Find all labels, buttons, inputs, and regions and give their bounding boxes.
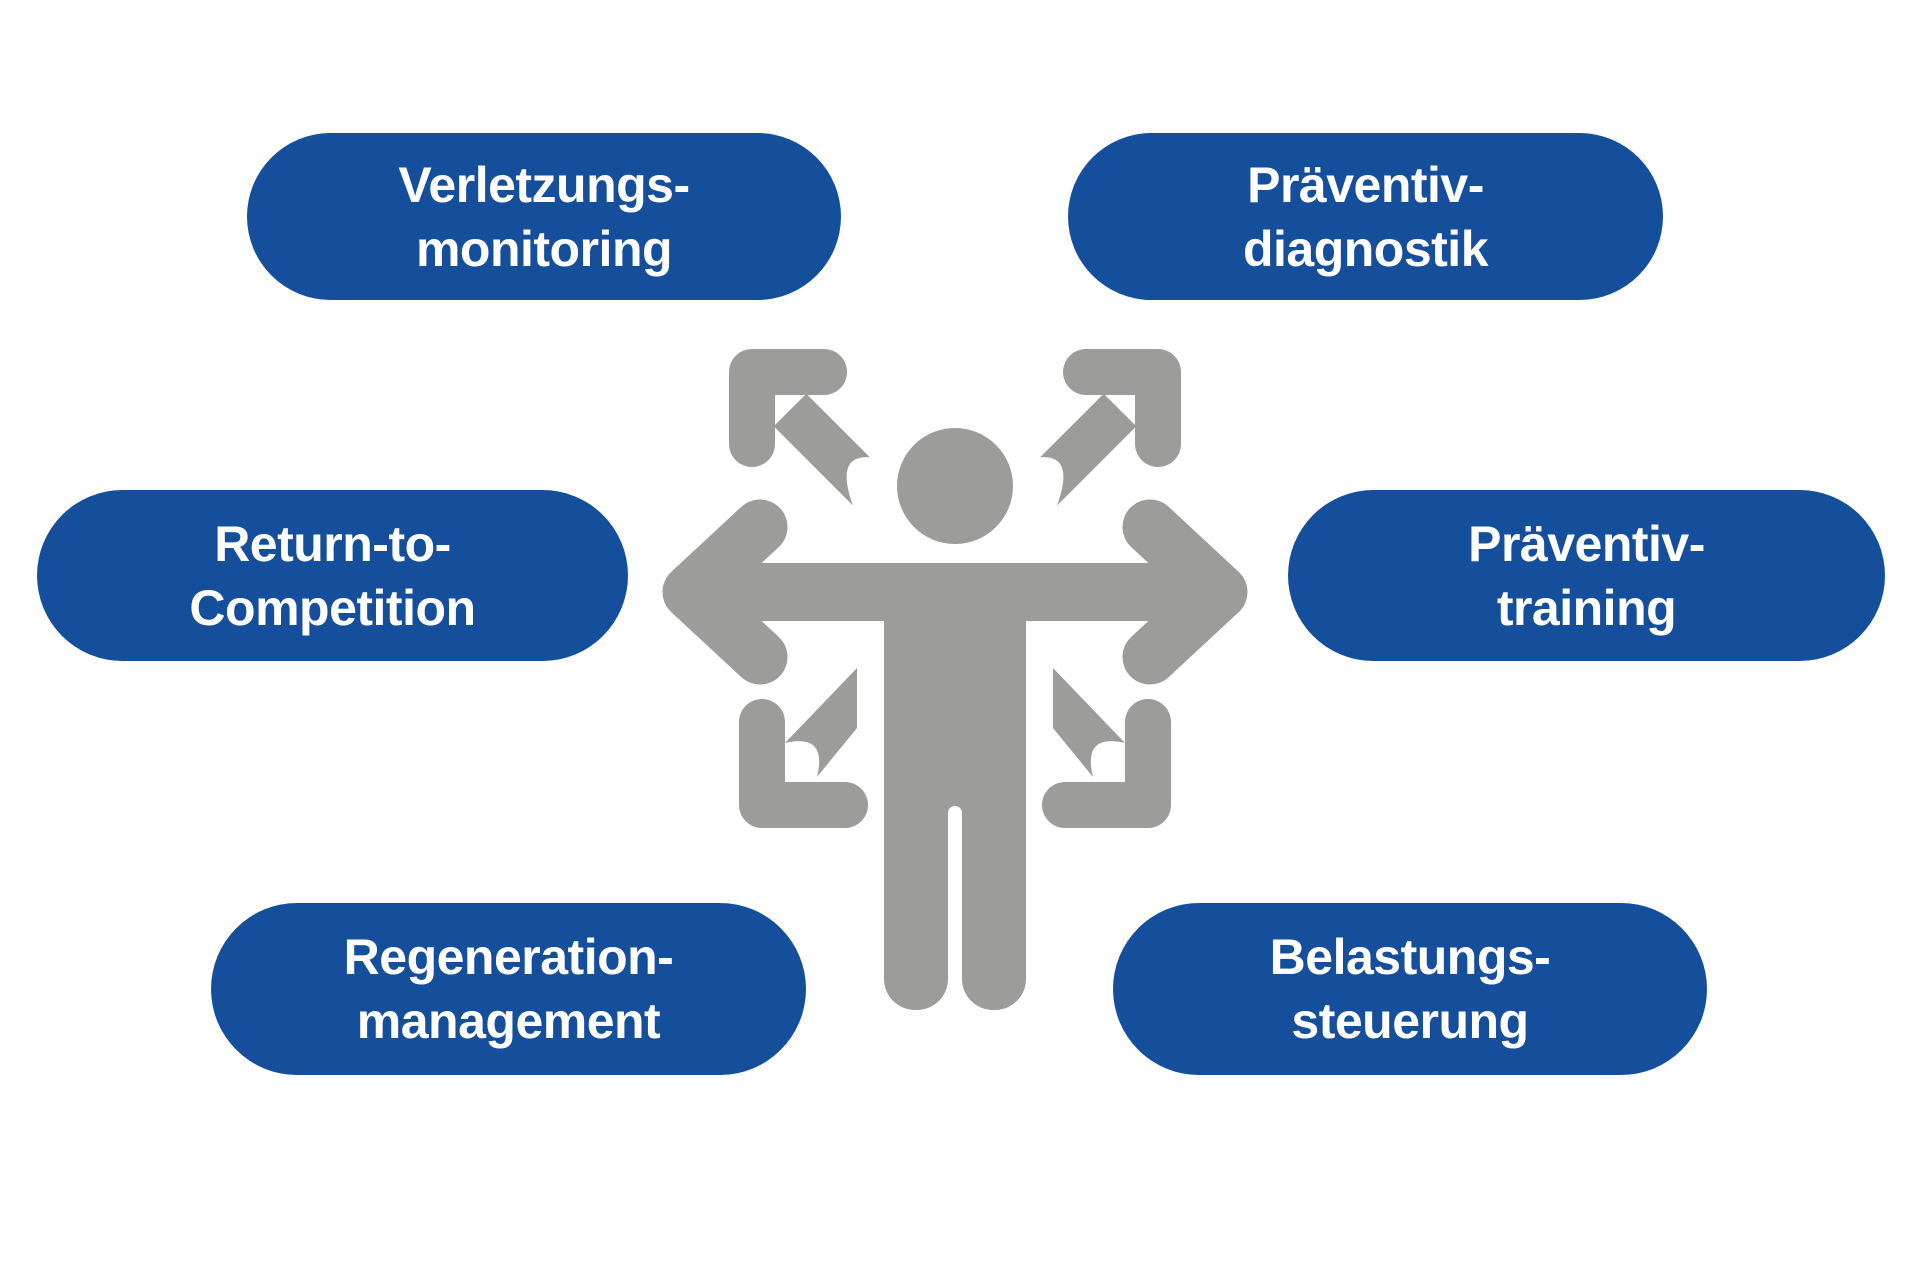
person-left-leg (884, 740, 948, 1010)
pill-label-line: monitoring (415, 220, 673, 277)
person-head (897, 428, 1013, 544)
arrow-right-icon (1122, 499, 1248, 685)
arrow-up-left-icon (729, 349, 847, 467)
pill-label-line: Präventiv- (1468, 515, 1705, 572)
arrow-left-icon (662, 499, 788, 685)
pill-label-line: Belastungs- (1269, 929, 1551, 985)
pill-belastungs-steuerung: Belastungs- steuerung (1113, 903, 1707, 1075)
pill-praeventiv-diagnostik: Präventiv- diagnostik (1068, 133, 1663, 300)
arrow-down-left-stem (785, 668, 857, 777)
pill-label-line: Präventiv- (1247, 156, 1484, 213)
person-icon (715, 428, 1195, 1010)
pill-return-to-competition: Return-to- Competition (37, 490, 628, 661)
pill-label-line: Verletzungs- (398, 156, 690, 213)
pill-label-line: Regeneration- (343, 929, 674, 985)
arrow-down-right-icon (1042, 699, 1171, 828)
person-right-leg (962, 740, 1026, 1010)
arrow-up-left-stem (773, 393, 870, 506)
pill-verletzungs-monitoring: Verletzungs- monitoring (247, 133, 841, 300)
pill-label-line: Return-to- (214, 515, 451, 572)
arrow-up-right-icon (1063, 349, 1181, 467)
pill-label-line: diagnostik (1242, 220, 1489, 277)
pill-regeneration-management: Regeneration- management (211, 903, 806, 1075)
arrow-down-right-stem (1053, 668, 1125, 777)
pill-label-line: steuerung (1291, 993, 1529, 1049)
arrow-up-right-stem (1040, 393, 1137, 506)
arrow-down-left-icon (739, 699, 868, 828)
pill-label-line: management (356, 993, 661, 1049)
pill-label-line: training (1496, 579, 1677, 636)
pill-praeventiv-training: Präventiv- training (1288, 490, 1885, 661)
person-leg-gap (948, 806, 962, 1046)
pill-label-line: Competition (189, 579, 476, 636)
